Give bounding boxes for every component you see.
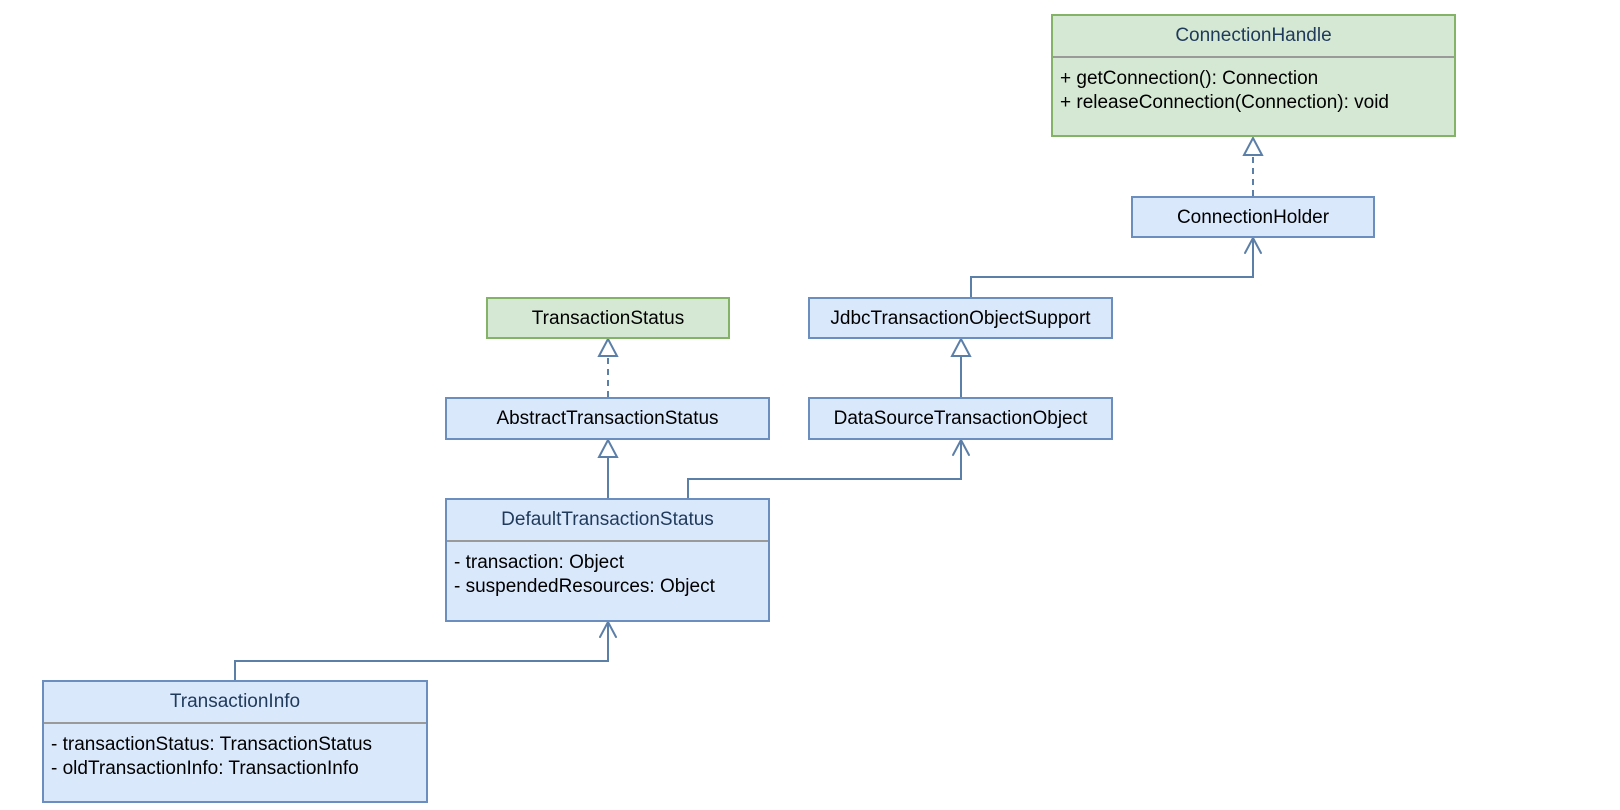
class-defaulttransactionstatus: DefaultTransactionStatus - transaction: …	[445, 498, 770, 622]
class-transactioninfo-members: - transactionStatus: TransactionStatus -…	[44, 724, 426, 781]
class-connectionholder-title: ConnectionHolder	[1176, 206, 1330, 228]
class-transactionstatus: TransactionStatus	[486, 297, 730, 339]
class-abstracttransactionstatus-title: AbstractTransactionStatus	[496, 408, 719, 429]
class-datasourcetransactionobject: DataSourceTransactionObject	[808, 397, 1113, 440]
class-connectionhandle-members: + getConnection(): Connection + releaseC…	[1053, 58, 1454, 115]
association-arrowhead-datasourceobject	[952, 439, 970, 456]
association-jdbcsupport-to-connectionholder	[970, 238, 1254, 297]
class-datasourcetransactionobject-title: DataSourceTransactionObject	[833, 408, 1088, 429]
association-transactioninfo-to-defaultstatus	[234, 622, 609, 680]
generalization-arrowhead-jdbcsupport	[950, 336, 972, 357]
class-transactioninfo: TransactionInfo - transactionStatus: Tra…	[42, 680, 428, 803]
class-connectionhandle-title: ConnectionHandle	[1053, 16, 1454, 58]
class-jdbctransactionobjectsupport: JdbcTransactionObjectSupport	[808, 297, 1113, 339]
class-jdbctransactionobjectsupport-title: JdbcTransactionObjectSupport	[830, 307, 1091, 329]
realization-arrowhead-transactionstatus	[597, 336, 619, 357]
association-arrowhead-connectionholder	[1244, 237, 1262, 254]
member-transactionstatus: - transactionStatus: TransactionStatus	[51, 734, 373, 755]
association-arrowhead-defaultstatus	[599, 621, 617, 638]
class-transactionstatus-title: TransactionStatus	[531, 307, 685, 329]
class-connectionholder: ConnectionHolder	[1131, 196, 1375, 238]
member-oldtransactioninfo: - oldTransactionInfo: TransactionInfo	[51, 758, 359, 779]
member-suspendedresources: - suspendedResources: Object	[454, 576, 715, 597]
association-defaultstatus-to-datasourceobject	[687, 440, 962, 498]
class-defaulttransactionstatus-title: DefaultTransactionStatus	[447, 500, 768, 542]
member-transaction: - transaction: Object	[454, 552, 625, 573]
member-releaseconnection: + releaseConnection(Connection): void	[1060, 92, 1390, 113]
class-abstracttransactionstatus: AbstractTransactionStatus	[445, 397, 770, 440]
generalization-arrowhead-abstractstatus	[597, 437, 619, 458]
member-getconnection: + getConnection(): Connection	[1060, 68, 1319, 89]
class-defaulttransactionstatus-members: - transaction: Object - suspendedResourc…	[447, 542, 768, 599]
realization-arrowhead-connectionhandle	[1242, 135, 1264, 156]
class-connectionhandle: ConnectionHandle + getConnection(): Conn…	[1051, 14, 1456, 137]
class-transactioninfo-title: TransactionInfo	[44, 682, 426, 724]
